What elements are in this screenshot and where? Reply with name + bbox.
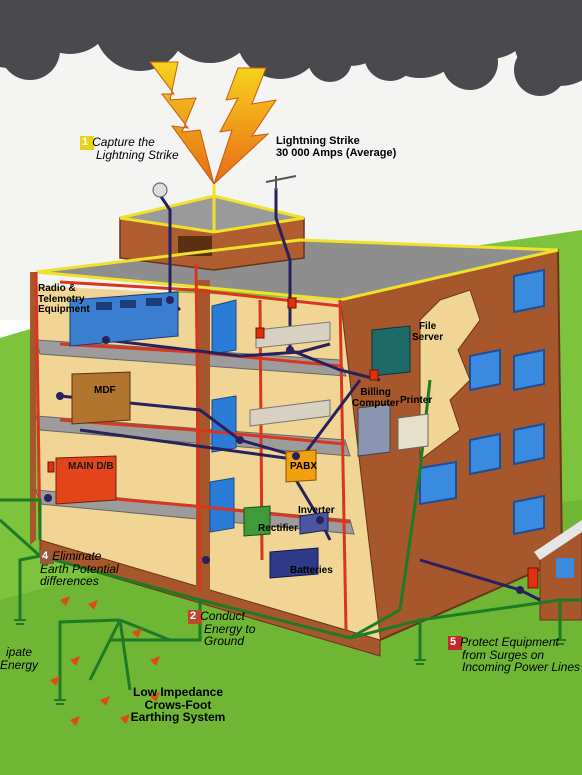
earth-ground-icon	[14, 619, 566, 705]
earth-conductors	[0, 379, 582, 700]
air-termination-network	[35, 184, 559, 302]
earthing-system-label: Low Impedance Crows-Foot Earthing System	[130, 685, 226, 725]
step-2-number: 2	[188, 610, 199, 623]
energy-dissipation-arrows	[50, 596, 160, 726]
step-4-number: 4	[40, 550, 51, 563]
inverter-label: Inverter	[298, 505, 335, 516]
printer-label: Printer	[400, 395, 433, 406]
pabx-label: PABX	[290, 461, 318, 472]
bonding-points	[44, 296, 524, 594]
radio-telemetry-label: Radio & Telemetry Equipment	[38, 283, 90, 315]
step-5-number: 5	[448, 636, 459, 649]
step-1-number: 1	[80, 136, 91, 149]
file-server-label: File Server	[412, 321, 444, 343]
step-3-partial-label: ipate Energy	[0, 645, 39, 672]
neighbouring-house	[534, 520, 582, 621]
storm-clouds	[0, 0, 582, 96]
batteries-label: Batteries	[290, 565, 333, 576]
lightning-strike-label: Lightning Strike 30 000 Amps (Average)	[276, 135, 397, 159]
surge-protector-icon	[47, 297, 539, 589]
lightning-bolt-icon	[149, 61, 278, 185]
main-db-label: MAIN D/B	[68, 461, 114, 472]
billing-computer-label: Billing Computer	[352, 387, 400, 409]
rectifier-label: Rectifier	[258, 523, 299, 534]
mdf-label: MDF	[94, 385, 116, 396]
